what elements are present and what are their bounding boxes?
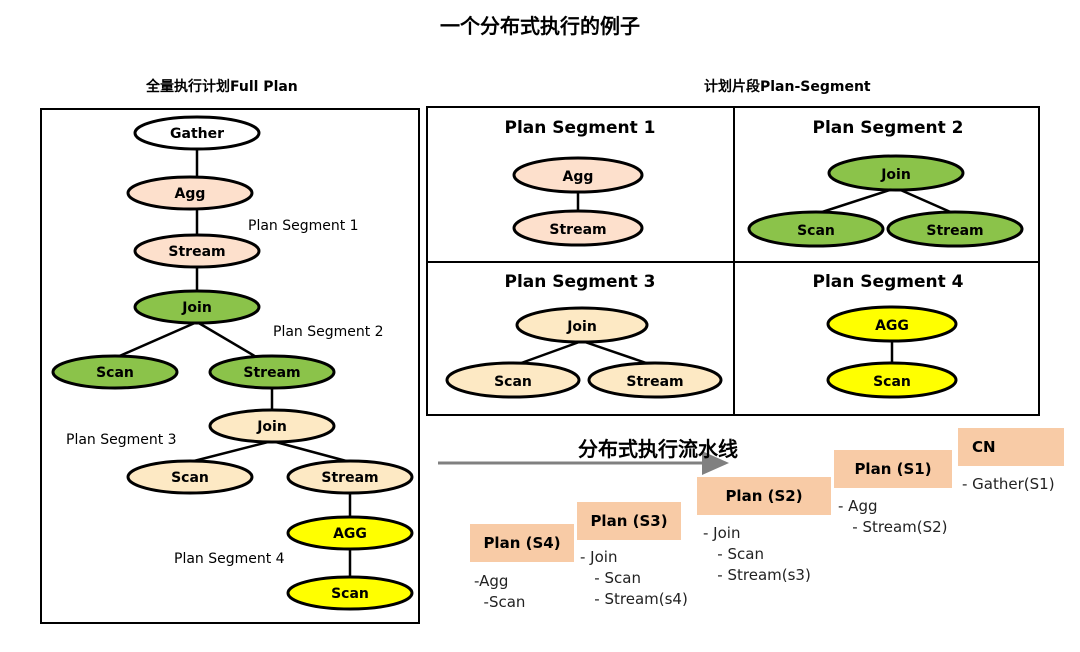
node-agg-2-label: AGG <box>333 526 367 542</box>
node-scan-1 <box>51 354 179 390</box>
node-stream-1 <box>133 233 261 269</box>
pipeline-stage-s4: Plan (S4) <box>470 524 574 562</box>
segment-1-agg <box>512 156 644 194</box>
segment-4-agg-label: AGG <box>875 318 909 334</box>
node-join-2-label: Join <box>256 419 287 435</box>
pipeline-stage-s2-steps: - Join - Scan - Stream(s3) <box>703 524 811 584</box>
full-plan-segment-label-4: Plan Segment 4 <box>174 551 285 567</box>
segment-2-scan-label: Scan <box>797 223 835 239</box>
pipeline-stage-cn: CN <box>958 428 1064 466</box>
pipeline-stage-s3: Plan (S3) <box>577 502 681 540</box>
node-gather-label: Gather <box>170 126 224 142</box>
segment-3-join-label: Join <box>566 319 597 335</box>
full-plan-segment-label-1: Plan Segment 1 <box>248 218 359 234</box>
plan-segment-heading: 计划片段Plan-Segment <box>704 79 871 95</box>
segment-3-scan-label: Scan <box>494 374 532 390</box>
node-stream-3 <box>286 459 414 495</box>
node-scan-1-label: Scan <box>96 365 134 381</box>
pipeline-stage-s1: Plan (S1) <box>834 450 952 488</box>
segment-4-scan-label: Scan <box>873 374 911 390</box>
node-join-1-label: Join <box>181 300 212 316</box>
node-join-2 <box>208 408 336 444</box>
segment-4-agg <box>826 305 958 343</box>
segment-2-scan <box>747 210 885 248</box>
node-scan-2 <box>126 459 254 495</box>
full-plan-segment-label-2: Plan Segment 2 <box>273 324 384 340</box>
pipeline-stage-s1-steps: - Agg - Stream(S2) <box>838 497 948 536</box>
node-stream-2-label: Stream <box>243 365 300 381</box>
pipeline-stage-s4-steps: -Agg -Scan <box>474 572 526 611</box>
segment-2-join <box>827 154 965 192</box>
segment-3-join <box>515 306 649 344</box>
segment-1-stream-label: Stream <box>549 222 606 238</box>
segment-1-agg-label: Agg <box>563 169 594 185</box>
node-agg <box>126 175 254 211</box>
node-gather <box>133 115 261 151</box>
page-title: 一个分布式执行的例子 <box>440 14 640 38</box>
pipeline-stage-s2: Plan (S2) <box>697 477 831 515</box>
segment-2-title: Plan Segment 2 <box>813 118 964 138</box>
segment-2-stream-label: Stream <box>926 223 983 239</box>
node-scan-2-label: Scan <box>171 470 209 486</box>
segment-2-join-label: Join <box>880 167 911 183</box>
full-plan-nodes: Gather Agg Stream Join Scan Stream Join … <box>51 115 414 611</box>
node-agg-label: Agg <box>175 186 206 202</box>
node-scan-3-label: Scan <box>331 586 369 602</box>
segment-1-stream <box>512 209 644 247</box>
segment-3-scan <box>445 361 581 399</box>
node-agg-2 <box>286 515 414 551</box>
segment-1-title: Plan Segment 1 <box>505 118 656 138</box>
pipeline-heading: 分布式执行流水线 <box>578 437 738 461</box>
full-plan-edges <box>114 148 352 578</box>
node-stream-2 <box>208 354 336 390</box>
full-plan-heading: 全量执行计划Full Plan <box>146 79 298 95</box>
node-stream-1-label: Stream <box>168 244 225 260</box>
node-stream-3-label: Stream <box>321 470 378 486</box>
segment-4-scan <box>826 361 958 399</box>
pipeline-stage-cn-steps: - Gather(S1) <box>962 475 1055 493</box>
pipeline-stage-s3-steps: - Join - Scan - Stream(s4) <box>580 548 688 608</box>
node-join-1 <box>133 289 261 325</box>
segment-3-stream-label: Stream <box>626 374 683 390</box>
full-plan-panel <box>40 108 420 624</box>
segment-3-stream <box>587 361 723 399</box>
segment-3-title: Plan Segment 3 <box>505 272 656 292</box>
segment-2-stream <box>886 210 1024 248</box>
full-plan-segment-label-3: Plan Segment 3 <box>66 432 177 448</box>
segment-4-title: Plan Segment 4 <box>813 272 964 292</box>
node-scan-3 <box>286 575 414 611</box>
